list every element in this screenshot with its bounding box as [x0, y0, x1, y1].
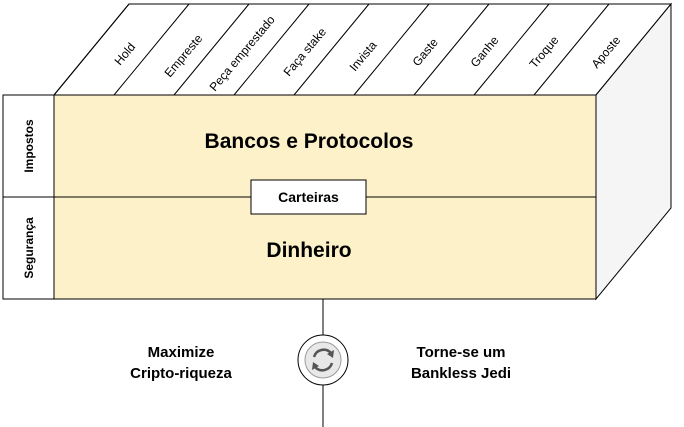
side-box-upper [2, 94, 55, 198]
wallet-box [250, 179, 367, 215]
footer-left-line-2: Cripto-riqueza [130, 365, 232, 382]
side-label-impostos: Impostos [22, 119, 36, 173]
footer-right-line-2: Bankless Jedi [411, 365, 511, 382]
footer-left-line-1: Maximize [148, 344, 215, 361]
footer-right-line-1: Torne-se um [417, 344, 506, 361]
refresh-cycle-icon [297, 334, 349, 386]
layer-title-bancos-protocolos: Bancos e Protocolos [205, 130, 414, 153]
top-dividers [53, 3, 610, 96]
side-label-seguranca: Segurança [22, 217, 36, 279]
layer-title-dinheiro: Dinheiro [266, 239, 351, 262]
side-box-lower [2, 196, 55, 300]
wallet-label: Carteiras [278, 189, 339, 205]
